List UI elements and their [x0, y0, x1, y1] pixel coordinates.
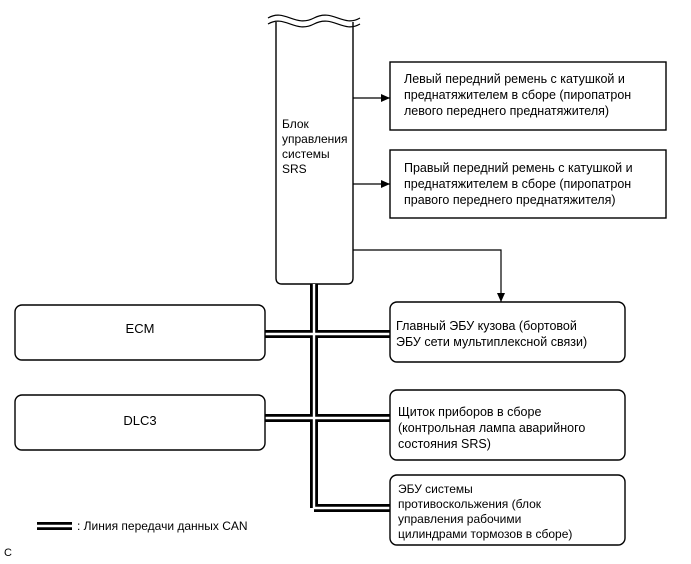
- skid-control-ecu-box: [389, 474, 626, 546]
- right-front-belt-label: Правый передний ремень с катушкой и пред…: [404, 161, 633, 207]
- main-body-ecu-label: Главный ЭБУ кузова (бортовой ЭБУ сети му…: [396, 319, 588, 349]
- legend-can-label: : Линия передачи данных CAN: [77, 519, 248, 533]
- dlc3-box: [14, 394, 266, 451]
- skid-control-ecu-label: ЭБУ системы противоскольжения (блок упра…: [398, 482, 573, 541]
- srs-ecu-box: [267, 14, 361, 285]
- break-wave-bottom: [267, 20, 361, 28]
- combination-meter-label: Щиток приборов в сборе (контрольная ламп…: [398, 405, 586, 451]
- srs-ecu-label: Блок управления системы SRS: [282, 117, 348, 176]
- dlc3-label: DLC3: [123, 413, 157, 428]
- right-front-belt-box: [389, 149, 667, 219]
- figure-code: C: [4, 547, 12, 559]
- can-bus-lines: [262, 284, 390, 512]
- arrow-to-main-body-ecu: [353, 249, 505, 302]
- combination-meter-box: [389, 389, 626, 461]
- ecm-label: ECM: [125, 321, 155, 336]
- break-wave-top: [267, 14, 361, 22]
- left-front-belt-label: Левый передний ремень с катушкой и предн…: [404, 72, 632, 118]
- main-body-ecu-box: [389, 301, 626, 363]
- ecm-box: [14, 304, 266, 361]
- left-front-belt-box: [389, 61, 667, 131]
